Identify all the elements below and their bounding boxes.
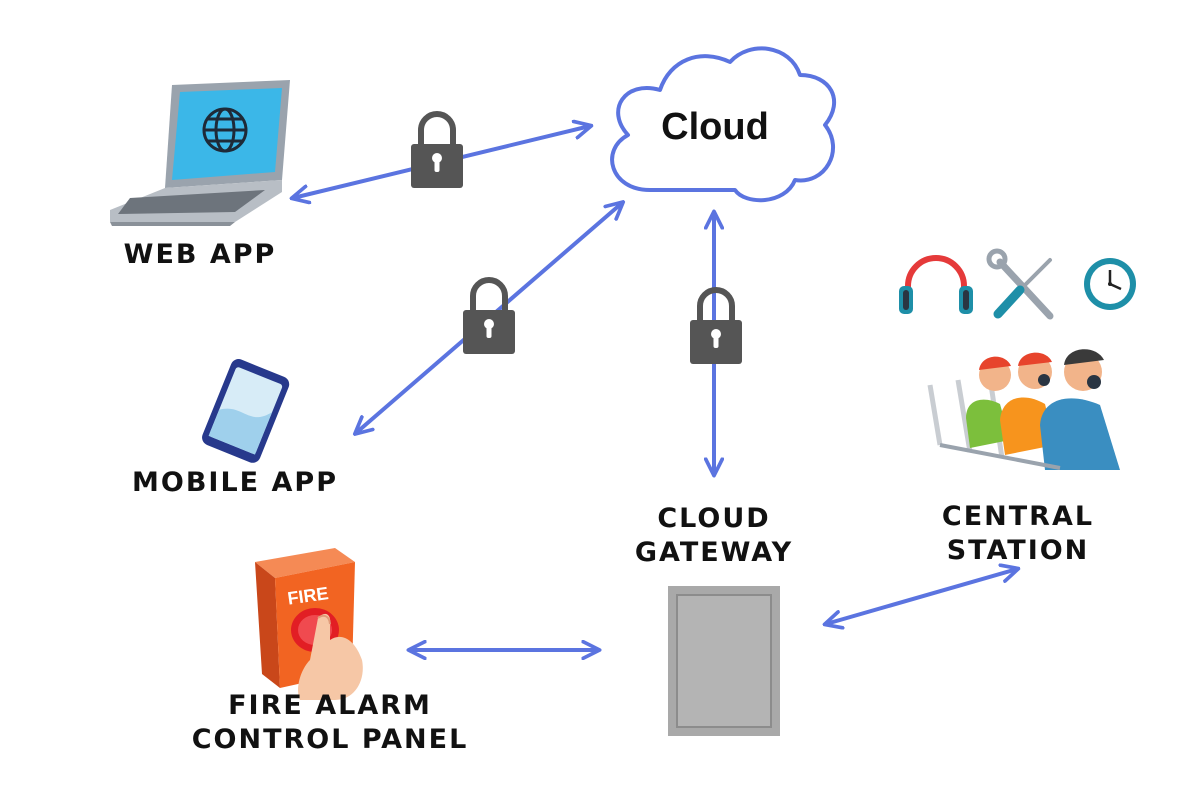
cloud-label: Cloud (661, 106, 769, 148)
arrow-gateway-central (826, 569, 1017, 624)
web-app-label: WEB APP (123, 239, 277, 270)
cloud-shape (610, 46, 837, 203)
fire-alarm-button-icon: FIRE (255, 548, 363, 700)
wrench-screwdriver-icon (986, 248, 1054, 320)
operators-icon (927, 349, 1120, 470)
mobile-app-label: MOBILE APP (132, 467, 338, 498)
cloud-gateway-label-line2: GATEWAY (634, 537, 794, 568)
fire-alarm-panel-label: FIRE ALARM CONTROL PANEL (190, 689, 470, 757)
globe-icon (202, 107, 248, 153)
smartphone-icon (202, 359, 290, 463)
connection-lines (293, 126, 1017, 650)
lock-icon (411, 114, 463, 188)
fire-alarm-panel-label-line2: CONTROL PANEL (191, 724, 469, 755)
clock-icon (1084, 258, 1136, 310)
cloud-gateway-label: CLOUD GATEWAY (614, 502, 814, 570)
central-station-label-line2: STATION (946, 535, 1090, 566)
laptop-icon (110, 80, 290, 226)
fire-alarm-panel-label-line1: FIRE ALARM (228, 690, 432, 721)
central-station-label: CENTRAL STATION (918, 500, 1118, 568)
gateway-box-icon (668, 586, 780, 736)
headphones-icon (899, 255, 973, 314)
central-station-label-line1: CENTRAL (941, 501, 1095, 532)
lock-icon (463, 280, 515, 354)
cloud-gateway-label-line1: CLOUD (657, 503, 771, 534)
